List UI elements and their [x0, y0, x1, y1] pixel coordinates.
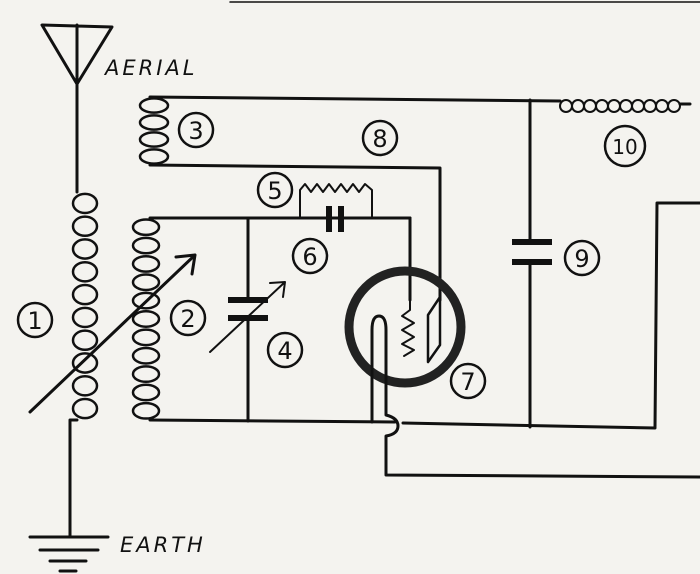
- choke-coil-10: [559, 99, 681, 113]
- component-label-4: 4: [266, 331, 304, 369]
- component-label-9: 9: [563, 239, 601, 277]
- filament-leads: [370, 314, 700, 479]
- grid-leak-resistor-5: [299, 183, 373, 219]
- component-number: 3: [188, 117, 203, 145]
- earth-wire: [68, 418, 79, 539]
- component-number: 10: [612, 135, 637, 159]
- coil-3: [138, 97, 170, 165]
- component-label-3: 3: [177, 111, 215, 149]
- coil-2: [131, 218, 161, 420]
- component-number: 6: [302, 243, 317, 271]
- component-number: 2: [180, 305, 195, 333]
- component-number: 7: [460, 368, 475, 396]
- component-number: 9: [574, 245, 589, 273]
- valve-7: [344, 266, 700, 479]
- aerial-label: AERIAL: [103, 56, 197, 80]
- bypass-capacitor-9: [512, 98, 552, 429]
- grid-capacitor-6: [326, 206, 344, 232]
- coil-1: [71, 192, 99, 420]
- plate-lead-8: [148, 163, 442, 302]
- component-label-1: 1: [16, 301, 54, 339]
- component-number: 1: [27, 307, 42, 335]
- earth-label: EARTH: [120, 533, 206, 557]
- component-label-6: 6: [291, 237, 329, 275]
- component-label-2: 2: [169, 299, 207, 337]
- component-number: 4: [277, 337, 292, 365]
- aerial-symbol: [40, 23, 114, 86]
- component-number: 5: [267, 177, 282, 205]
- component-label-7: 7: [449, 362, 487, 400]
- component-label-10: 10: [603, 124, 647, 168]
- component-label-8: 8: [361, 119, 399, 157]
- variable-coupling-arrow: [28, 253, 197, 414]
- earth-symbol: [28, 535, 110, 573]
- plate-supply-wire: [148, 95, 692, 106]
- component-number: 8: [372, 125, 387, 153]
- variable-capacitor-4: [209, 216, 286, 423]
- component-label-5: 5: [256, 171, 294, 209]
